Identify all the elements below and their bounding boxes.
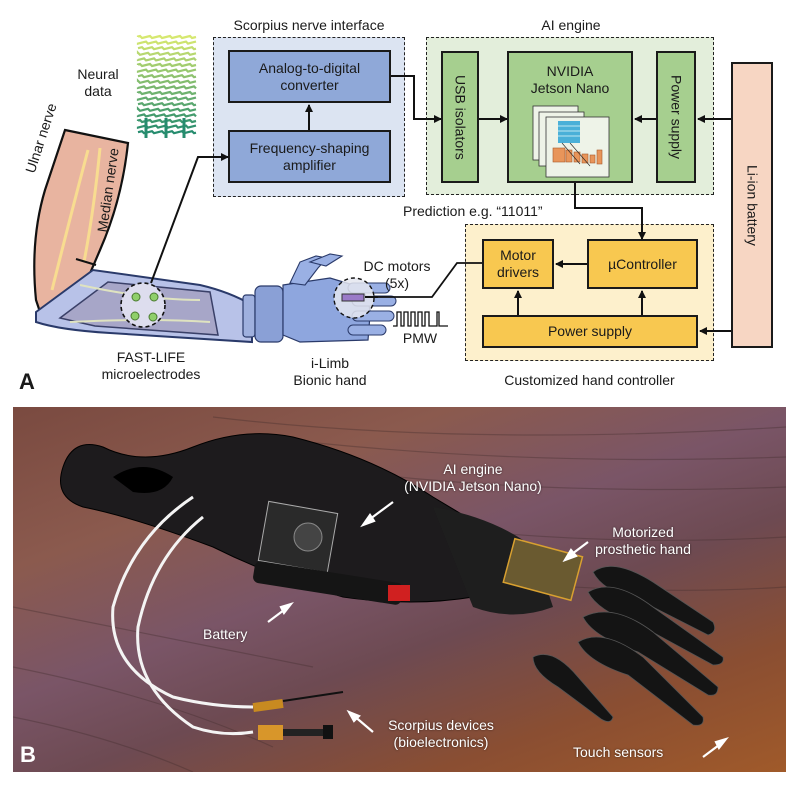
neural-trace xyxy=(136,106,197,113)
photo-ai-engine-line1: AI engine xyxy=(443,461,503,477)
neural-data-traces xyxy=(136,34,197,138)
hand-line2: Bionic hand xyxy=(293,372,367,388)
neural-trace xyxy=(136,78,197,85)
ucontroller-label: µController xyxy=(608,255,677,272)
dc-motors-label: DC motors (5x) xyxy=(352,258,442,292)
nvidia-line2: Jetson Nano xyxy=(530,80,610,96)
amp-line2: amplifier xyxy=(283,156,336,173)
neural-trace xyxy=(136,62,197,68)
nvidia-line1: NVIDIA xyxy=(546,63,594,79)
neural-data-label-line2: data xyxy=(84,83,112,99)
median-nerve-line xyxy=(82,147,102,263)
neural-trace xyxy=(136,40,197,46)
hand-controller-title: Customized hand controller xyxy=(504,372,675,388)
dc-motors-line1: DC motors xyxy=(363,258,431,274)
hand-line1: i-Limb xyxy=(310,355,350,371)
photo-ai-engine-label: AI engine (NVIDIA Jetson Nano) xyxy=(393,461,553,495)
pwm-waveform-icon xyxy=(393,311,448,327)
prediction-label: Prediction e.g. “11011” xyxy=(403,203,543,219)
adc-line2: converter xyxy=(280,76,339,93)
electrodes-line1: FAST-LIFE xyxy=(116,349,186,365)
bionic-hand-label: i-Limb Bionic hand xyxy=(280,355,380,389)
neural-trace xyxy=(137,45,197,51)
bionic-hand xyxy=(242,253,397,343)
dc-motors-line2: (5x) xyxy=(384,275,410,291)
battery-label: Li-ion battery xyxy=(744,164,761,246)
photo-illustration xyxy=(13,416,786,772)
motor-line1: Motor xyxy=(500,247,536,263)
pwm-label: PMW xyxy=(402,330,438,346)
neural-trace xyxy=(137,101,197,107)
neural-trace xyxy=(136,85,197,90)
diagram-graphics xyxy=(33,75,731,344)
photo-battery-label: Battery xyxy=(203,626,248,642)
amp-line1: Frequency-shaping xyxy=(249,139,370,156)
ulnar-nerve-line xyxy=(50,149,90,291)
photo-motorized-hand-label: Motorized prosthetic hand xyxy=(583,524,703,558)
photo-motorized-line1: Motorized xyxy=(612,524,674,540)
neural-trace xyxy=(136,34,197,40)
neural-trace xyxy=(136,68,197,74)
controller-board xyxy=(502,537,584,602)
electrodes-line2: microelectrodes xyxy=(101,366,201,382)
photo-scorpius-line2: (bioelectronics) xyxy=(393,734,489,750)
photo-ai-engine-line2: (NVIDIA Jetson Nano) xyxy=(404,478,542,494)
neural-trace xyxy=(136,90,197,96)
neural-data-label: Neural data xyxy=(72,66,124,100)
motor-line2: drivers xyxy=(496,264,539,280)
electrode-array xyxy=(120,282,166,328)
panel-a-letter: A xyxy=(19,369,35,394)
adc-line1: Analog-to-digital xyxy=(258,59,361,76)
photo-scorpius-line1: Scorpius devices xyxy=(388,717,494,733)
ai-engine-title: AI engine xyxy=(541,17,601,33)
scorpius-title: Scorpius nerve interface xyxy=(233,17,385,33)
usb-isolators-label: USB isolators xyxy=(452,74,469,160)
electrodes-label: FAST-LIFE microelectrodes xyxy=(96,349,206,383)
neural-trace xyxy=(137,73,197,79)
neural-trace xyxy=(136,96,197,102)
controller-power-supply-label: Power supply xyxy=(547,323,633,339)
scorpius-device-2 xyxy=(258,725,283,740)
scorpius-device-1 xyxy=(252,698,284,713)
ucontroller-box: µController xyxy=(587,239,698,289)
neural-trace xyxy=(136,113,197,118)
photo-motorized-line2: prosthetic hand xyxy=(595,541,691,557)
panel-b-letter: B xyxy=(20,742,36,767)
photo-touch-sensors-label: Touch sensors xyxy=(573,744,664,760)
prosthetic-fingers xyxy=(532,566,724,726)
li-ion-battery-box: Li-ion battery xyxy=(731,62,773,348)
controller-power-supply-box: Power supply xyxy=(482,315,698,348)
neural-trace xyxy=(136,57,197,62)
battery xyxy=(253,561,403,605)
panel-b-photo: AI engine (NVIDIA Jetson Nano) Motorized… xyxy=(13,407,786,772)
ai-power-supply-label: Power supply xyxy=(668,74,685,160)
usb-isolators-box: USB isolators xyxy=(441,51,479,183)
ai-power-supply-box: Power supply xyxy=(656,51,696,183)
neural-trace xyxy=(136,50,197,57)
photo-scorpius-label: Scorpius devices (bioelectronics) xyxy=(376,717,506,751)
neural-data-label-line1: Neural xyxy=(77,66,119,82)
neural-network-icon xyxy=(532,105,610,178)
